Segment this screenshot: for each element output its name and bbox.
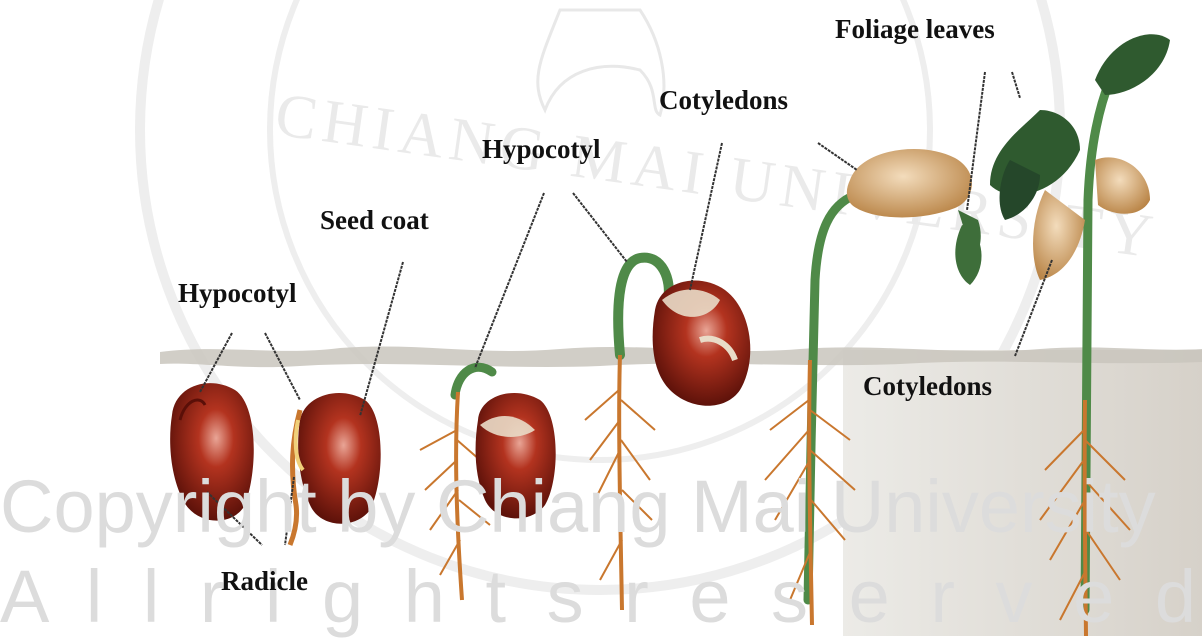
label-hypocotyl-stage-3: Hypocotyl xyxy=(482,136,601,163)
label-foliage-leaves: Foliage leaves xyxy=(835,16,995,43)
label-seed-coat: Seed coat xyxy=(320,207,429,234)
label-hypocotyl-stage-1: Hypocotyl xyxy=(178,280,297,307)
label-cotyledons-top: Cotyledons xyxy=(659,87,788,114)
watermark-rights: A l l r i g h t s r e s e r v e d xyxy=(0,560,1202,634)
label-cotyledons-bottom: Cotyledons xyxy=(863,373,992,400)
label-radicle: Radicle xyxy=(221,568,308,595)
watermark-copyright: Copyright by Chiang Mai University xyxy=(0,470,1156,544)
